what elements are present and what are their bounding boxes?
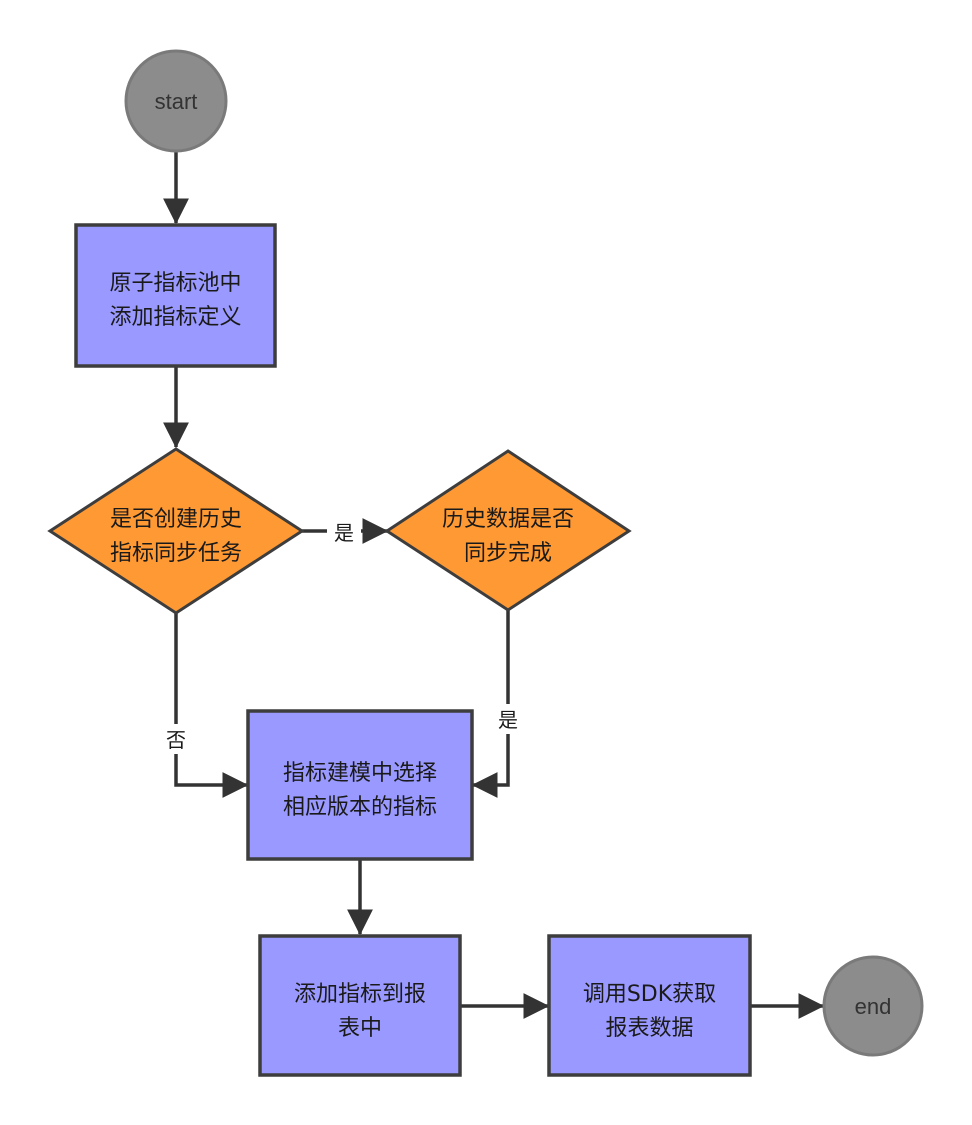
process-call-sdk: 调用SDK获取 报表数据 [547, 934, 752, 1077]
edge-label-no: 否 [166, 728, 186, 752]
edge-sync-done-yes: 是 [471, 610, 524, 798]
process-select-version: 指标建模中选择 相应版本的指标 [246, 709, 474, 861]
decision-sync-done-line1: 历史数据是否 [442, 507, 574, 532]
edge-label-yes: 是 [498, 708, 518, 732]
process-select-line1: 指标建模中选择 [283, 761, 437, 786]
process-select-line2: 相应版本的指标 [283, 795, 437, 820]
end-node: end [822, 955, 924, 1057]
start-node: start [124, 49, 228, 153]
process-call-sdk-line2: 报表数据 [605, 1016, 693, 1041]
decision-sync-done-line2: 同步完成 [464, 541, 552, 566]
process-call-sdk-line1: 调用SDK获取 [583, 982, 716, 1007]
edge-label-bg [492, 704, 524, 734]
edge-label-bg [160, 724, 192, 754]
process-define-metric: 原子指标池中 添加指标定义 [74, 223, 277, 368]
edge-label-bg [327, 518, 361, 546]
process-define-line2: 添加指标定义 [109, 305, 241, 330]
end-label: end [855, 994, 892, 1019]
decision-create-sync-line1: 是否创建历史 [110, 507, 242, 532]
decision-create-sync: 是否创建历史 指标同步任务 [47, 447, 305, 615]
start-label: start [155, 89, 198, 114]
edge-create-sync-yes: 是 [302, 518, 389, 546]
process-add-report-line2: 表中 [338, 1016, 382, 1041]
process-add-report-line1: 添加指标到报 [294, 982, 426, 1007]
process-add-to-report: 添加指标到报 表中 [258, 934, 462, 1077]
edge-label-yes: 是 [334, 521, 354, 545]
edge-create-sync-no: 否 [160, 613, 249, 798]
process-define-line1: 原子指标池中 [109, 271, 241, 296]
decision-sync-done: 历史数据是否 同步完成 [384, 449, 632, 612]
decision-create-sync-line2: 指标同步任务 [110, 541, 242, 566]
